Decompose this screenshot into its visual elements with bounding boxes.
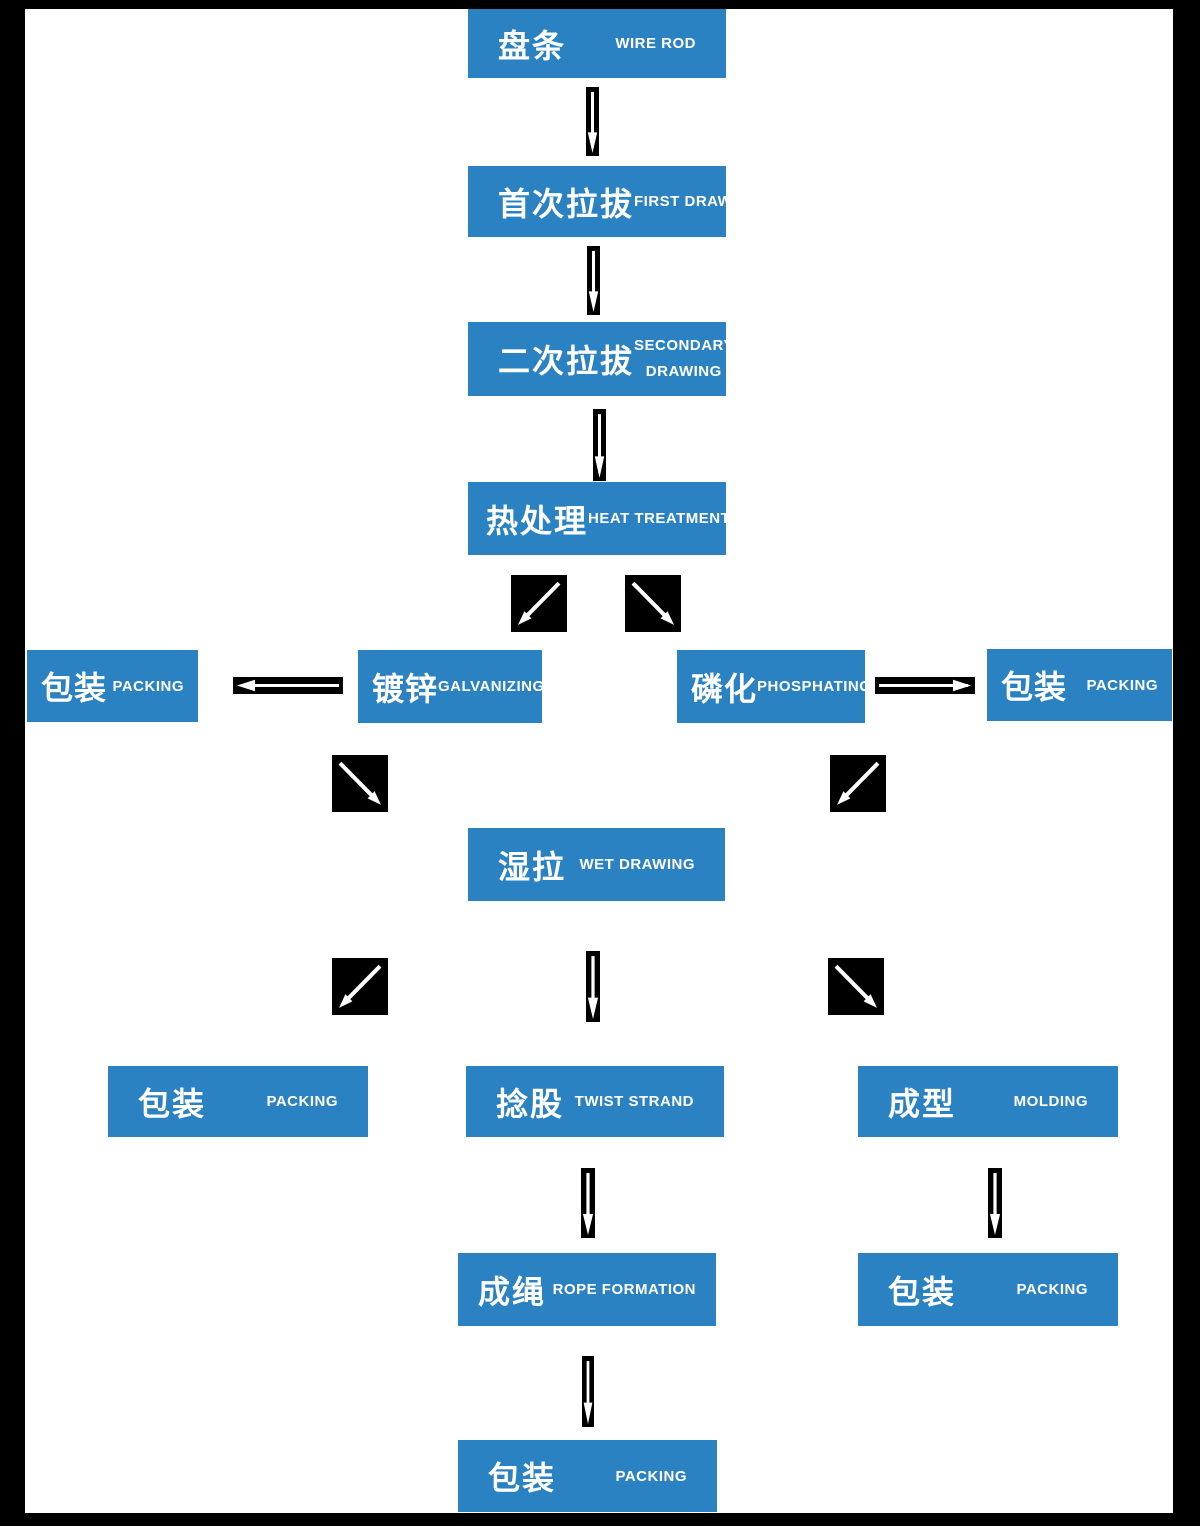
- node-packing-final: 包装 PACKING: [458, 1440, 717, 1512]
- node-phosphating-label-en: PHOSPHATING: [757, 678, 872, 695]
- arrow-down-right-icon: [828, 958, 884, 1015]
- node-packing-phosphated: 包装 PACKING: [987, 649, 1172, 721]
- node-secondary-drawing: 二次拉拔 SECONDARY DRAWING: [468, 322, 733, 396]
- node-galvanizing: 镀锌 GALVANIZING: [358, 650, 545, 723]
- node-packing-wet-label-zh: 包装: [138, 1085, 207, 1122]
- arrow-down-icon: [581, 1168, 595, 1238]
- node-phosphating: 磷化 PHOSPHATING: [677, 650, 871, 723]
- node-rope-formation-label-en: ROPE FORMATION: [552, 1281, 696, 1298]
- node-packing-phosphated-label-zh: 包装: [1001, 669, 1068, 705]
- node-twist-strand-label-en: TWIST STRAND: [574, 1093, 694, 1110]
- node-packing-wet: 包装 PACKING: [108, 1066, 368, 1137]
- node-packing-final-label-zh: 包装: [488, 1460, 557, 1496]
- node-packing-molded: 包装 PACKING: [858, 1253, 1118, 1326]
- node-phosphating-label-zh: 磷化: [691, 670, 758, 707]
- node-molding-label-en: MOLDING: [1013, 1093, 1088, 1110]
- node-wire-rod: 盘条 WIRE ROD: [468, 9, 726, 78]
- node-heat-treatment: 热处理 HEAT TREATMENT: [468, 482, 730, 555]
- node-packing-final-label-en: PACKING: [615, 1467, 687, 1485]
- node-first-draw-label-en: FIRST DRAW: [634, 193, 733, 210]
- arrow-down-icon: [593, 409, 606, 481]
- node-secondary-drawing-label-zh: 二次拉拔: [498, 343, 635, 379]
- arrow-down-right-icon: [332, 755, 388, 812]
- node-first-draw: 首次拉拔 FIRST DRAW: [468, 166, 732, 237]
- node-first-draw-label-zh: 首次拉拔: [498, 185, 635, 222]
- node-packing-molded-label-zh: 包装: [888, 1273, 957, 1310]
- arrow-down-icon: [586, 87, 599, 156]
- node-packing-molded-label-en: PACKING: [1016, 1281, 1088, 1298]
- node-packing-galvanized-label-zh: 包装: [41, 670, 108, 706]
- arrow-right-icon: [875, 677, 975, 694]
- node-wire-rod-label-zh: 盘条: [498, 27, 567, 64]
- arrow-down-left-icon: [332, 958, 388, 1015]
- node-packing-galvanized-label-en: PACKING: [112, 677, 184, 695]
- node-wet-drawing-label-en: WET DRAWING: [579, 856, 695, 873]
- node-wire-rod-label-en: WIRE ROD: [615, 35, 696, 52]
- node-wet-drawing: 湿拉 WET DRAWING: [468, 828, 725, 901]
- node-packing-phosphated-label-en: PACKING: [1086, 676, 1158, 694]
- node-rope-formation-label-zh: 成绳: [478, 1273, 547, 1310]
- node-molding: 成型 MOLDING: [858, 1066, 1118, 1137]
- node-heat-treatment-label-zh: 热处理: [486, 502, 589, 539]
- node-wet-drawing-label-zh: 湿拉: [498, 848, 567, 885]
- node-molding-label-zh: 成型: [888, 1085, 957, 1122]
- arrow-down-icon: [586, 951, 600, 1022]
- arrow-down-icon: [582, 1356, 594, 1427]
- node-twist-strand-label-zh: 捻股: [496, 1085, 565, 1122]
- node-packing-wet-label-en: PACKING: [266, 1093, 338, 1110]
- arrow-down-right-icon: [625, 575, 681, 632]
- node-galvanizing-label-zh: 镀锌: [372, 670, 439, 707]
- node-packing-galvanized: 包装 PACKING: [27, 650, 198, 722]
- node-galvanizing-label-en: GALVANIZING: [438, 678, 545, 695]
- arrow-down-icon: [587, 246, 600, 315]
- node-twist-strand: 捻股 TWIST STRAND: [466, 1066, 724, 1137]
- arrow-down-icon: [988, 1168, 1002, 1238]
- arrow-down-left-icon: [511, 575, 567, 632]
- node-heat-treatment-label-en: HEAT TREATMENT: [588, 510, 731, 527]
- node-secondary-drawing-label-en: SECONDARY DRAWING: [634, 336, 734, 380]
- arrow-down-left-icon: [830, 755, 886, 812]
- arrow-left-icon: [233, 677, 343, 694]
- node-rope-formation: 成绳 ROPE FORMATION: [458, 1253, 716, 1326]
